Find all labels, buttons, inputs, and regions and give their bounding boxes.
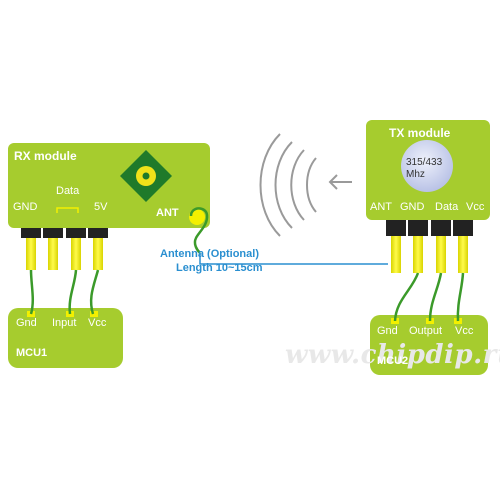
mcu2-output-label: Output (409, 325, 443, 337)
rx-module-title: RX module (14, 149, 77, 163)
tx-mcu2-wires (393, 272, 465, 322)
rx-pin-header (21, 228, 108, 270)
watermark: www.chipdip.ru (285, 340, 500, 370)
antenna-line (199, 253, 287, 265)
tx-frequency-line1: 315/433 (406, 157, 443, 168)
transmit-arrow-icon (328, 174, 352, 190)
mcu1-name: MCU1 (16, 347, 48, 359)
tx-pin-ant-label: ANT (370, 201, 392, 213)
rx-ant-label: ANT (156, 207, 179, 219)
tx-pin-header (386, 220, 473, 273)
mcu2-vcc-label: Vcc (455, 325, 474, 337)
mcu2-name: MCU2 (377, 355, 409, 367)
mcu2-board (370, 315, 488, 375)
mcu1-gnd-label: Gnd (16, 317, 37, 329)
mcu2-gnd-label: Gnd (377, 325, 398, 337)
mcu1-vcc-label: Vcc (88, 317, 107, 329)
tx-pin-data-label: Data (435, 201, 459, 213)
tx-pin-vcc-label: Vcc (466, 201, 485, 213)
antenna-note-line1: Antenna (Optional) (160, 248, 259, 260)
rx-data-bracket (56, 207, 79, 213)
rx-antenna-coil (189, 207, 209, 254)
rx-mcu1-wires (29, 269, 100, 315)
antenna-note-line2: Length 10~15cm (176, 262, 263, 274)
rx-pin-5v-label: 5V (94, 201, 108, 213)
tx-crystal (401, 140, 453, 192)
tx-module-title: TX module (389, 126, 451, 140)
radio-waves-icon (259, 133, 317, 237)
rx-pin-data-label: Data (56, 185, 80, 197)
tx-frequency-line2: Mhz (406, 169, 425, 180)
mcu1-board (8, 308, 123, 368)
tx-pin-gnd-label: GND (400, 201, 425, 213)
rx-pin-gnd-label: GND (13, 201, 38, 213)
rx-diamond-icon (120, 150, 172, 202)
mcu1-input-label: Input (52, 317, 77, 329)
